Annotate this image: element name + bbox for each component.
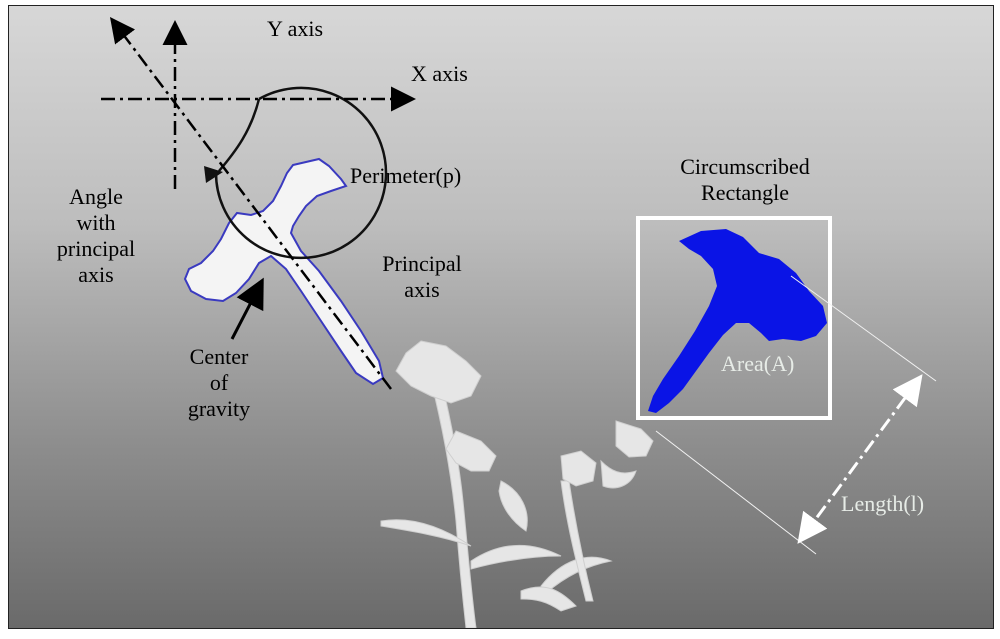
- angle-label: Angle with principal axis: [31, 184, 161, 288]
- angle-line-4: axis: [78, 262, 114, 287]
- principal-line-1: Principal: [382, 251, 462, 276]
- circumscribed-line-1: Circumscribed: [680, 154, 810, 179]
- angle-line-1: Angle: [69, 184, 123, 209]
- center-gravity-arrow: [230, 277, 264, 340]
- center-gravity-line-1: Center: [189, 344, 249, 369]
- rotation-arc: [214, 86, 388, 260]
- circumscribed-line-2: Rectangle: [701, 180, 789, 205]
- perimeter-label: Perimeter(p): [350, 163, 462, 188]
- principal-axis-line: [109, 17, 392, 390]
- x-axis-label: X axis: [411, 61, 468, 86]
- circumscribed-label: Circumscribed Rectangle: [645, 154, 845, 206]
- principal-label: Principal axis: [357, 251, 487, 303]
- circumscribed-rectangle: [636, 216, 832, 420]
- flower-photo: Y axis X axis Perimeter(p) Circumscribed…: [8, 5, 994, 629]
- center-gravity-line-3: gravity: [187, 396, 251, 421]
- rotation-arrowhead-icon: [204, 166, 223, 183]
- center-gravity-line-2: of: [209, 370, 229, 395]
- angle-line-2: with: [76, 210, 116, 235]
- length-guide-top: [790, 275, 937, 382]
- plant-silhouette: [380, 340, 654, 628]
- angle-line-3: principal: [56, 236, 136, 261]
- diagram-overlay: [101, 17, 937, 628]
- length-guide-bottom: [655, 430, 817, 555]
- rotation-arc-tail: [218, 98, 261, 172]
- y-axis-label: Y axis: [267, 16, 324, 41]
- length-arrow: [797, 374, 923, 544]
- blue-petal-region: [648, 229, 827, 413]
- principal-line-2: axis: [404, 277, 440, 302]
- petal-outline: [183, 157, 385, 386]
- length-label: Length(l): [841, 491, 925, 516]
- center-gravity-label: Center of gravity: [164, 344, 274, 422]
- area-label: Area(A): [721, 351, 795, 376]
